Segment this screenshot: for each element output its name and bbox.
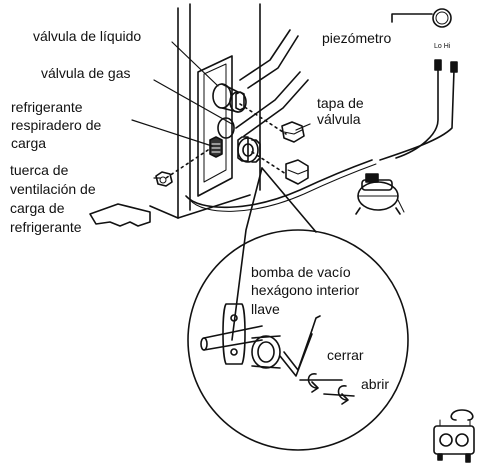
magnified-view-circle (187, 229, 409, 451)
label-valve-cap-line1: tapa de (317, 95, 364, 111)
label-valve-cap-line2: válvula (317, 111, 361, 127)
gas-valve-icon (217, 117, 261, 163)
label-close: cerrar (327, 347, 364, 363)
label-vent-nut-line3: carga de (10, 200, 65, 216)
label-refrigerant-vent-line2: respiradero de (11, 117, 102, 133)
gauge-hose-connectors (434, 59, 458, 73)
label-open: abrir (361, 376, 390, 392)
piezometer-gauge-icon (391, 8, 452, 28)
label-gauge-ports: Lo Hi (434, 43, 451, 50)
charge-vent-nut-icon (155, 171, 173, 187)
refrigerant-pipes (235, 29, 309, 137)
label-hex-key-line2: llave (251, 301, 280, 317)
charging-hose (185, 67, 455, 212)
liquid-valve-icon (212, 83, 247, 113)
label-piezometer: piezómetro (322, 30, 392, 46)
label-vent-nut-line2: ventilación de (10, 181, 96, 197)
rotation-arrows-icon (299, 373, 355, 405)
manifold-gauge-icon (433, 409, 475, 463)
vacuum-pump-icon (355, 173, 405, 215)
outdoor-unit-panel (149, 3, 261, 219)
label-leader-lines (131, 41, 311, 179)
label-hex-key-line1: hexágono interior (251, 282, 360, 298)
alignment-dotted-lines (165, 103, 287, 179)
label-vacuum-pump: bomba de vacío (251, 264, 351, 280)
label-vent-nut-line4: refrigerante (10, 219, 82, 235)
label-liquid-valve: válvula de líquido (33, 28, 142, 44)
hex-key-valve-detail-icon (200, 303, 321, 377)
label-refrigerant-vent-line3: carga (11, 135, 47, 151)
label-vent-nut-line1: tuerca de (10, 162, 69, 178)
valve-cap-icon (281, 121, 309, 185)
label-gas-valve: válvula de gas (41, 65, 131, 81)
label-refrigerant-vent-line1: refrigerante (11, 99, 83, 115)
service-port-icon (209, 136, 223, 158)
mounting-bracket (89, 203, 151, 227)
